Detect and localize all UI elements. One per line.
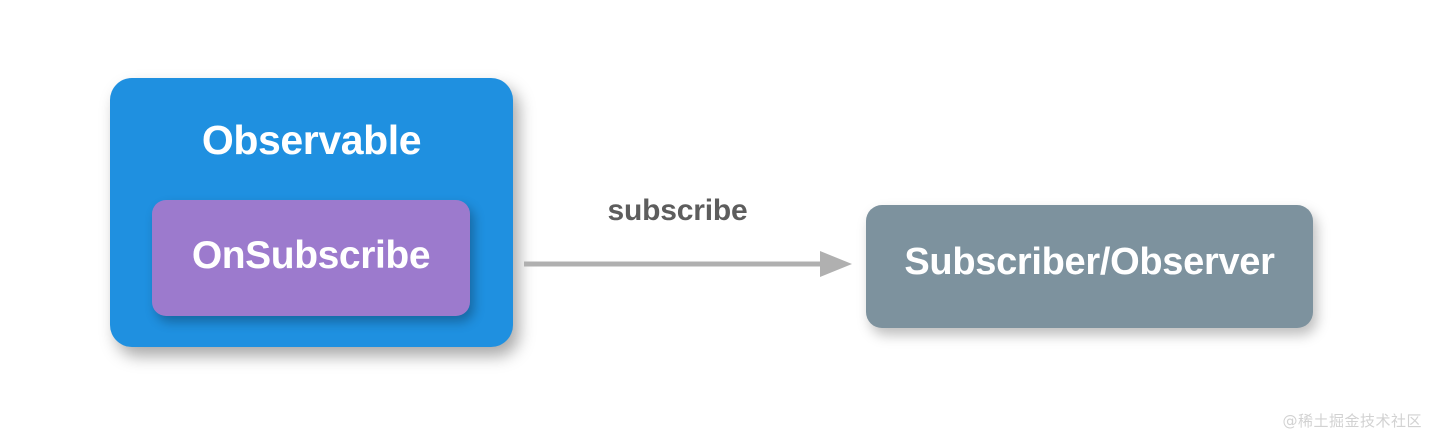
node-observable-label: Observable xyxy=(201,117,422,163)
edge-subscribe-label: subscribe xyxy=(607,194,748,227)
arrow-right-icon xyxy=(524,251,852,277)
node-onsubscribe-label: OnSubscribe xyxy=(191,234,431,277)
node-onsubscribe[interactable]: OnSubscribe xyxy=(152,200,470,316)
node-observable[interactable]: Observable OnSubscribe xyxy=(110,78,513,347)
node-subscriber-observer-label: Subscriber/Observer xyxy=(904,241,1275,283)
node-subscriber-observer[interactable]: Subscriber/Observer xyxy=(866,205,1313,328)
arrow-head xyxy=(820,251,852,277)
edge-subscribe: subscribe xyxy=(520,196,855,286)
watermark-text: @稀土掘金技术社区 xyxy=(1282,412,1422,430)
